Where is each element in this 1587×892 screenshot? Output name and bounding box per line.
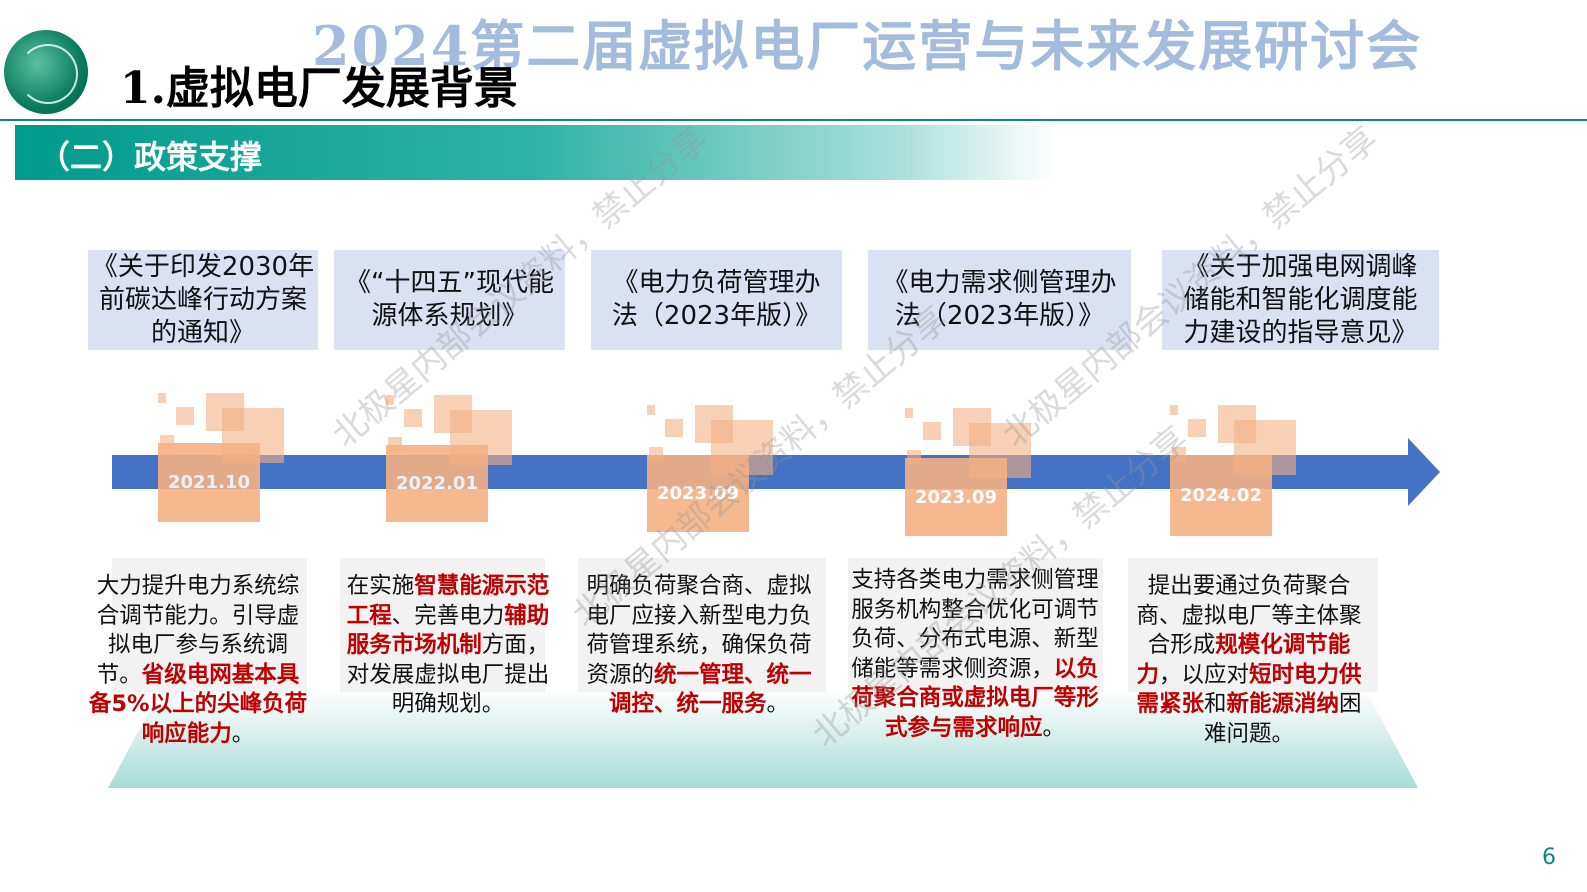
desc-text: 。 <box>766 691 790 717</box>
policy-box: 《关于加强电网调峰储能和智能化调度能力建设的指导意见》 <box>1162 250 1439 350</box>
date-marker: 2024.02 <box>1170 455 1272 536</box>
desc-bg <box>340 558 545 692</box>
date-marker: 2022.01 <box>386 445 488 522</box>
page-title: 1.虚拟电厂发展背景 <box>120 63 518 114</box>
desc-text: 、完善电力 <box>391 602 505 629</box>
highlight-text: 智慧能源示范工程 <box>346 573 550 629</box>
highlight-text: 省级电网基本具备5%以上的尖峰负荷响应能力 <box>88 661 308 747</box>
base-platform <box>108 690 1418 788</box>
decorative-square <box>665 419 683 437</box>
decorative-square <box>647 405 655 415</box>
policy-box: 《电力需求侧管理办法（2023年版）》 <box>868 250 1131 350</box>
header-divider <box>0 119 1587 121</box>
date-marker: 2023.09 <box>647 455 749 532</box>
highlight-text: 新能源消纳 <box>1226 691 1340 717</box>
desc-text: 方面，对发展虚拟电厂提出明确规划。 <box>346 632 550 717</box>
policy-description: 在实施智慧能源示范工程、完善电力辅助服务市场机制方面，对发展虚拟电厂提出明确规划… <box>346 572 550 720</box>
desc-text: 提出要通过负荷聚合商、虚拟电厂等主体聚合形成 <box>1136 573 1362 658</box>
highlight-text: 短时电力供需紧张 <box>1136 661 1362 718</box>
desc-text: 大力提升电力系统综合调节能力。引导虚拟电厂参与系统调节。 <box>96 573 300 688</box>
policy-box: 《电力负荷管理办法（2023年版）》 <box>591 250 842 350</box>
decorative-square <box>176 407 194 425</box>
decorative-square <box>923 422 941 440</box>
arrow-head-icon <box>1408 438 1440 506</box>
desc-bg <box>1128 558 1378 692</box>
page-number: 6 <box>1542 845 1556 870</box>
policy-description: 提出要通过负荷聚合商、虚拟电厂等主体聚合形成规模化调节能力，以应对短时电力供需紧… <box>1136 572 1362 749</box>
desc-bg <box>578 558 826 692</box>
desc-text: 支持各类电力需求侧管理服务机构整合优化可调节负荷、分布式电源、新型储能等需求侧资… <box>851 567 1099 682</box>
decorative-square <box>404 409 422 427</box>
highlight-text: 辅助服务市场机制 <box>346 602 550 659</box>
section-title: （二）政策支撑 <box>38 138 263 176</box>
decorative-square <box>386 395 394 405</box>
desc-text: ，以应对 <box>1158 661 1249 688</box>
conference-banner: 2024第二届虚拟电厂运营与未来发展研讨会 <box>312 14 1423 78</box>
policy-box: 《“十四五”现代能源体系规划》 <box>334 250 565 350</box>
policy-box: 《关于印发2030年前碳达峰行动方案的通知》 <box>88 250 318 350</box>
policy-description: 支持各类电力需求侧管理服务机构整合优化可调节负荷、分布式电源、新型储能等需求侧资… <box>850 566 1100 743</box>
decorative-square <box>1170 405 1178 415</box>
decorative-square <box>1188 419 1206 437</box>
decorative-square <box>905 408 913 418</box>
highlight-text: 以负荷聚合商或虚拟电厂等形式参与需求响应 <box>851 655 1099 741</box>
policy-description: 大力提升电力系统综合调节能力。引导虚拟电厂参与系统调节。省级电网基本具备5%以上… <box>86 572 310 749</box>
desc-text: 明确负荷聚合商、虚拟电厂应接入新型电力负荷管理系统，确保负荷资源的 <box>586 573 812 688</box>
desc-bg <box>112 558 307 692</box>
desc-bg <box>848 558 1103 692</box>
desc-text: 和 <box>1203 691 1227 717</box>
section-bar <box>15 125 1055 180</box>
highlight-text: 统一管理、统一调控、统一服务 <box>608 661 812 718</box>
desc-text: 。 <box>1042 714 1066 741</box>
date-marker: 2023.09 <box>905 458 1007 536</box>
desc-text: 在实施 <box>346 573 415 599</box>
desc-text: 。 <box>231 720 255 747</box>
highlight-text: 规模化调节能力 <box>1136 632 1351 688</box>
policy-description: 明确负荷聚合商、虚拟电厂应接入新型电力负荷管理系统，确保负荷资源的统一管理、统一… <box>585 572 813 720</box>
decorative-square <box>158 393 166 403</box>
desc-text: 困难问题。 <box>1203 691 1362 747</box>
state-grid-logo <box>4 30 88 114</box>
date-marker: 2021.10 <box>158 443 260 522</box>
